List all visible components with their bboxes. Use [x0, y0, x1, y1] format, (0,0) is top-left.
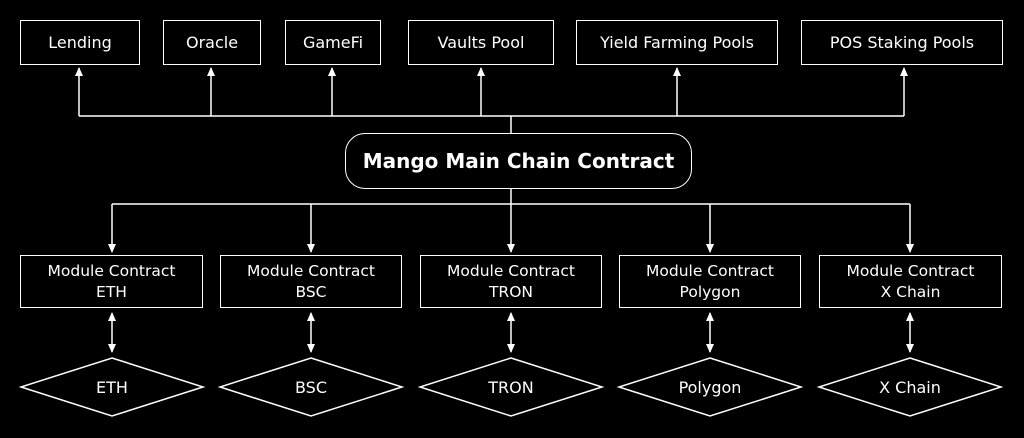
service-pos-staking-pools: POS Staking Pools: [801, 20, 1003, 65]
chain-diamond-polygon: [616, 357, 804, 417]
chain-diamond-bsc: [217, 357, 405, 417]
chain-label-bsc: BSC: [294, 377, 328, 397]
module-contract-polygon: Module Contract Polygon: [619, 255, 801, 308]
chain-diamond-tron: [417, 357, 605, 417]
module-title: Module Contract: [247, 261, 375, 280]
chain-diamond-x-chain: [816, 357, 1004, 417]
module-chain: X Chain: [880, 282, 941, 301]
chain-label-polygon: Polygon: [678, 377, 742, 397]
chain-label-tron: TRON: [488, 377, 534, 397]
main-chain-contract: Mango Main Chain Contract: [345, 133, 692, 189]
module-title: Module Contract: [447, 261, 575, 280]
module-contract-eth: Module Contract ETH: [20, 255, 203, 308]
module-chain: BSC: [295, 282, 327, 301]
module-contract-x-chain: Module Contract X Chain: [819, 255, 1002, 308]
module-chain: TRON: [488, 282, 534, 301]
module-contract-tron: Module Contract TRON: [420, 255, 602, 308]
module-chain: ETH: [96, 282, 127, 301]
service-oracle: Oracle: [163, 20, 261, 65]
module-title: Module Contract: [846, 261, 975, 280]
service-lending: Lending: [20, 20, 140, 65]
module-contract-bsc: Module Contract BSC: [220, 255, 402, 308]
module-title: Module Contract: [646, 261, 774, 280]
chain-label-x-chain: X Chain: [879, 377, 941, 397]
chain-label-eth: ETH: [96, 377, 128, 397]
chain-diamond-eth: [18, 357, 206, 417]
service-yield-farming-pools: Yield Farming Pools: [576, 20, 778, 65]
module-chain: Polygon: [679, 282, 741, 301]
service-gamefi: GameFi: [285, 20, 381, 65]
service-vaults-pool: Vaults Pool: [408, 20, 554, 65]
module-title: Module Contract: [47, 261, 176, 280]
